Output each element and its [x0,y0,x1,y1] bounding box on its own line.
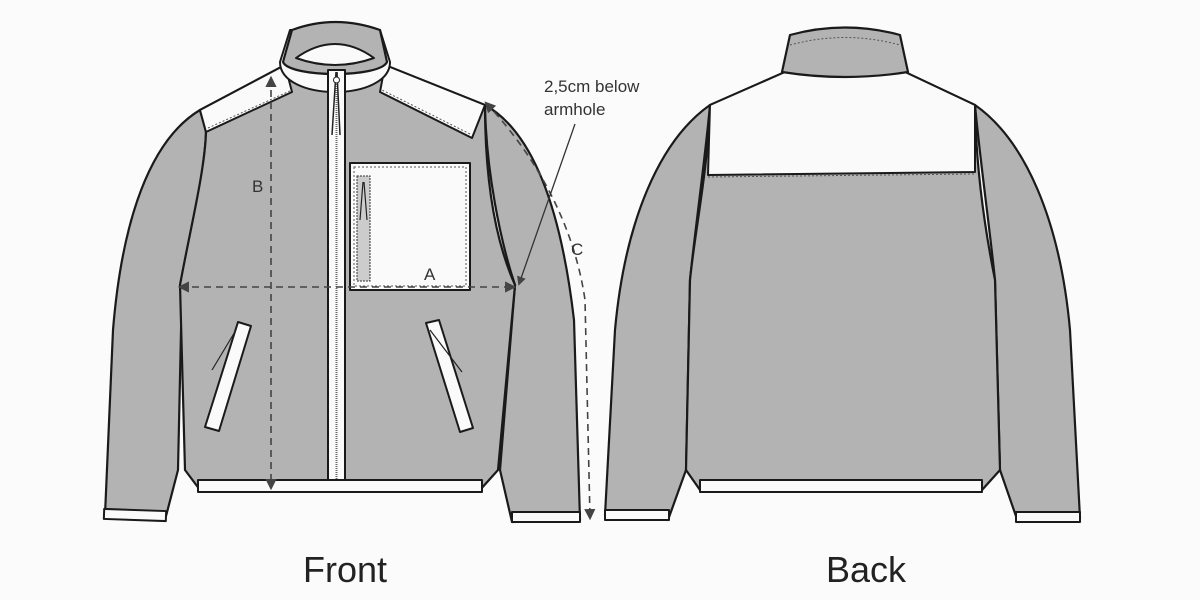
chest-pocket-zipper [356,175,371,282]
armhole-note-pointer [517,123,576,286]
measure-b-label: B [252,177,263,196]
front-view: B A C 2,5cm below armhole [102,20,640,524]
back-left-sleeve [603,103,712,522]
front-right-yoke [379,64,486,139]
left-hand-pocket [204,321,252,432]
front-hem-band [197,479,483,493]
armhole-note-line2: armhole [544,100,605,119]
measure-c-label: C [571,240,583,259]
back-yoke [707,71,976,176]
armhole-note-line1: 2,5cm below [544,77,640,96]
back-right-sleeve [973,103,1082,524]
back-hem-band [699,479,983,493]
back-collar [780,26,910,79]
right-hand-pocket [425,319,474,433]
back-view-label: Back [826,549,907,590]
measure-c-line [484,101,596,521]
measure-a-label: A [424,265,436,284]
back-view [603,26,1082,524]
front-view-label: Front [303,549,387,590]
